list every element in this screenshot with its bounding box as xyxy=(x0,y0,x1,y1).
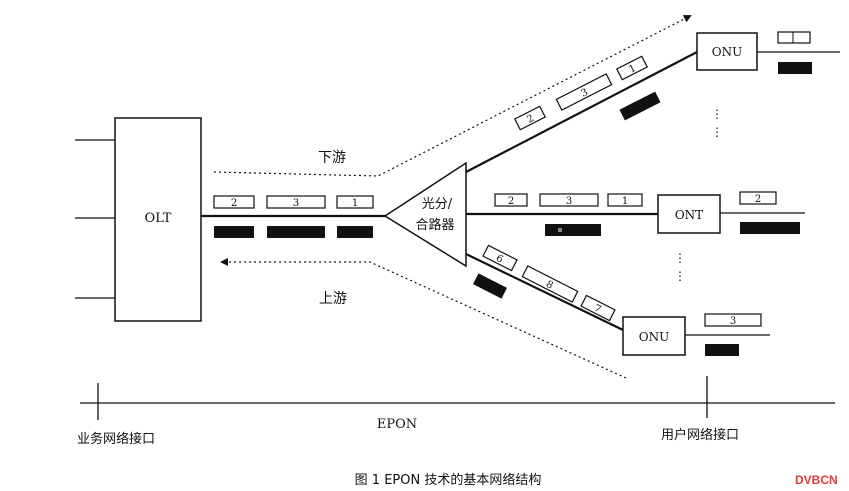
onu-bottom-label: ONU xyxy=(639,330,669,344)
downstream-arrow xyxy=(213,15,692,177)
ellipsis-dots: ⋮ xyxy=(674,251,686,265)
frame-label: 2 xyxy=(508,196,514,207)
frame-box xyxy=(521,265,579,303)
frame-label: 1 xyxy=(627,63,638,76)
upstream-frame-block xyxy=(740,222,800,234)
lower-branch-frames: 6 xyxy=(482,244,518,272)
splitter-triangle xyxy=(383,161,467,268)
frame-label: 3 xyxy=(293,198,299,209)
upstream-frame-block xyxy=(214,226,254,238)
user-interface-label: 用户网络接口 xyxy=(661,427,739,443)
frame-label: 2 xyxy=(231,198,237,209)
upstream-frame-block xyxy=(778,62,812,74)
frame-label: 2 xyxy=(755,194,761,205)
middle-branch-frames: 2 3 1 xyxy=(494,193,643,207)
ont-middle-box xyxy=(657,194,721,234)
watermark-logo: DVBCN xyxy=(795,473,838,487)
frame-label: 1 xyxy=(622,196,628,207)
frame-box xyxy=(580,294,616,322)
olt-box xyxy=(114,117,202,322)
frame-label: 3 xyxy=(730,316,736,327)
upstream-label: 上游 xyxy=(319,291,347,307)
upstream-frame-block xyxy=(473,273,507,299)
onu-top-label: ONU xyxy=(712,45,742,59)
frame-box xyxy=(213,195,255,209)
frame-box xyxy=(336,195,374,209)
upstream-frame-block xyxy=(545,224,601,236)
upstream-arrow xyxy=(220,258,627,379)
upper-branch-frames: 3 xyxy=(555,73,613,111)
figure-caption: 图 1 EPON 技术的基本网络结构 xyxy=(355,472,542,488)
branch-fiber-upper xyxy=(465,51,698,173)
upstream-frame-marker xyxy=(558,228,562,232)
upper-branch-frames: 2 xyxy=(513,105,547,131)
ellipsis-dots: ⋮ xyxy=(711,125,723,139)
splitter-label-line-2: 合路器 xyxy=(415,217,454,233)
frame-box xyxy=(607,193,643,207)
frame-box xyxy=(494,193,528,207)
upstream-frame-block xyxy=(337,226,373,238)
frame-label: 8 xyxy=(544,279,555,292)
frame-box xyxy=(777,31,811,44)
upper-branch-frames: 1 xyxy=(615,55,649,81)
ellipsis-dots: ⋮ xyxy=(674,269,686,283)
ont-middle-label: ONT xyxy=(675,208,703,222)
trunk-downstream-frames: 2 3 1 xyxy=(213,195,374,209)
onu-top-box xyxy=(696,32,758,71)
frame-label: 6 xyxy=(494,253,505,266)
epon-label: EPON xyxy=(377,417,417,432)
frame-box xyxy=(539,193,599,207)
branch-fiber-lower xyxy=(465,253,624,331)
upstream-frame-block xyxy=(619,91,661,121)
downstream-label: 下游 xyxy=(318,150,346,166)
frame-box xyxy=(704,313,762,327)
lower-branch-frames: 8 xyxy=(521,265,579,303)
frame-box xyxy=(739,191,777,205)
frame-box xyxy=(482,244,518,272)
frame-box xyxy=(615,55,649,81)
frame-label: 7 xyxy=(592,303,603,316)
frame-label: 3 xyxy=(579,87,590,100)
frame-label: 1 xyxy=(352,198,358,209)
splitter-label-line-1: 光分/ xyxy=(422,197,453,212)
service-interface-label: 业务网络接口 xyxy=(77,431,155,447)
frame-box xyxy=(513,105,547,131)
lower-branch-frames: 7 xyxy=(580,294,616,322)
upstream-frame-block xyxy=(705,344,739,356)
frame-label: 3 xyxy=(566,196,572,207)
frame-box xyxy=(555,73,613,111)
ellipsis-dots: ⋮ xyxy=(711,107,723,121)
onu-bottom-box xyxy=(622,316,686,356)
frame-label: 2 xyxy=(525,113,536,126)
frame-box xyxy=(266,195,326,209)
olt-label: OLT xyxy=(145,211,172,226)
upstream-frame-block xyxy=(267,226,325,238)
